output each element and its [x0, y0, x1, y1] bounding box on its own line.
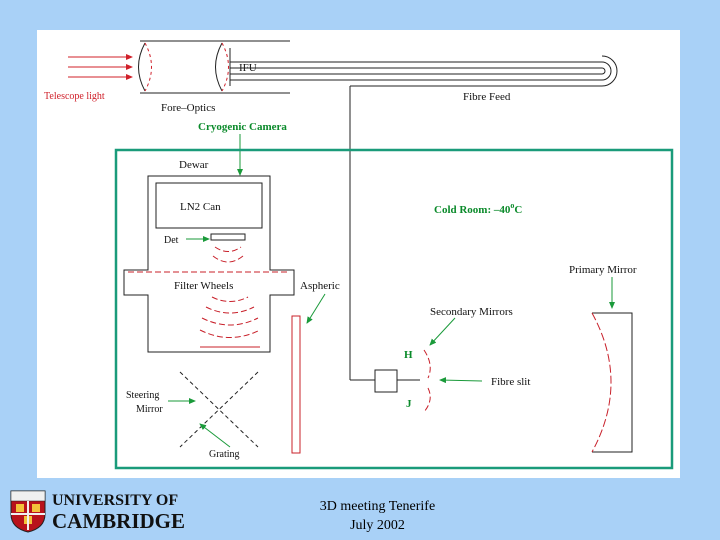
grating-label: Grating	[209, 449, 240, 460]
secondary-mirrors	[423, 349, 431, 413]
dewar-label: Dewar	[179, 159, 209, 171]
fibre-slit-label: Fibre slit	[491, 376, 530, 388]
fibre-feed-label: Fibre Feed	[463, 91, 511, 103]
diagram-panel	[37, 30, 680, 478]
slit-block	[374, 369, 398, 393]
detector	[210, 233, 246, 241]
primary-mirror-label: Primary Mirror	[569, 264, 637, 276]
ln2-can-label: LN2 Can	[180, 201, 221, 213]
footer-line1: 3D meeting Tenerife	[319, 499, 436, 514]
aspheric-lens	[291, 315, 301, 454]
det-label: Det	[164, 235, 179, 246]
shield-icon	[10, 490, 46, 533]
filter-wheels	[128, 271, 290, 348]
fore-optics-tube	[138, 40, 290, 94]
aspheric-arrow	[306, 293, 326, 324]
cryogenic-camera-label: Cryogenic Camera	[198, 121, 287, 133]
cold-room-unit: C	[514, 204, 522, 216]
filter-wheels-label: Filter Wheels	[174, 280, 233, 292]
cold-room-text: Cold Room: –40	[434, 204, 511, 216]
grating-arrow	[199, 423, 231, 448]
university-logo: UNIVERSITY OF CAMBRIDGE	[10, 490, 185, 533]
cold-room-border	[114, 148, 674, 470]
secondary-mirrors-arrow	[429, 317, 456, 346]
fore-optics-label: Fore–Optics	[161, 102, 215, 114]
footer-caption: 3D meeting Tenerife July 2002	[290, 497, 465, 535]
det-curves	[212, 246, 244, 263]
secondary-mirrors-label: Secondary Mirrors	[430, 306, 513, 318]
dewar	[123, 175, 295, 353]
telescope-light-label: Telescope light	[44, 91, 105, 102]
beam-paths	[179, 371, 259, 448]
aspheric-label: Aspheric	[300, 280, 340, 292]
primary-mirror	[591, 312, 633, 453]
steering-label-1: Steering	[126, 390, 159, 401]
steering-label-2: Mirror	[136, 404, 163, 415]
fibre-slit-arrow	[439, 377, 483, 384]
cold-room-label: Cold Room: –40oC	[434, 201, 522, 216]
cold-room-degree: o	[510, 201, 514, 210]
telescope-light-arrows	[68, 54, 133, 80]
j-label: J	[406, 398, 412, 410]
footer-line2: July 2002	[350, 518, 405, 533]
fibre-feed	[230, 55, 618, 381]
logo-line1: UNIVERSITY OF	[52, 492, 178, 509]
logo-line2: CAMBRIDGE	[52, 509, 185, 533]
h-label: H	[404, 349, 413, 361]
